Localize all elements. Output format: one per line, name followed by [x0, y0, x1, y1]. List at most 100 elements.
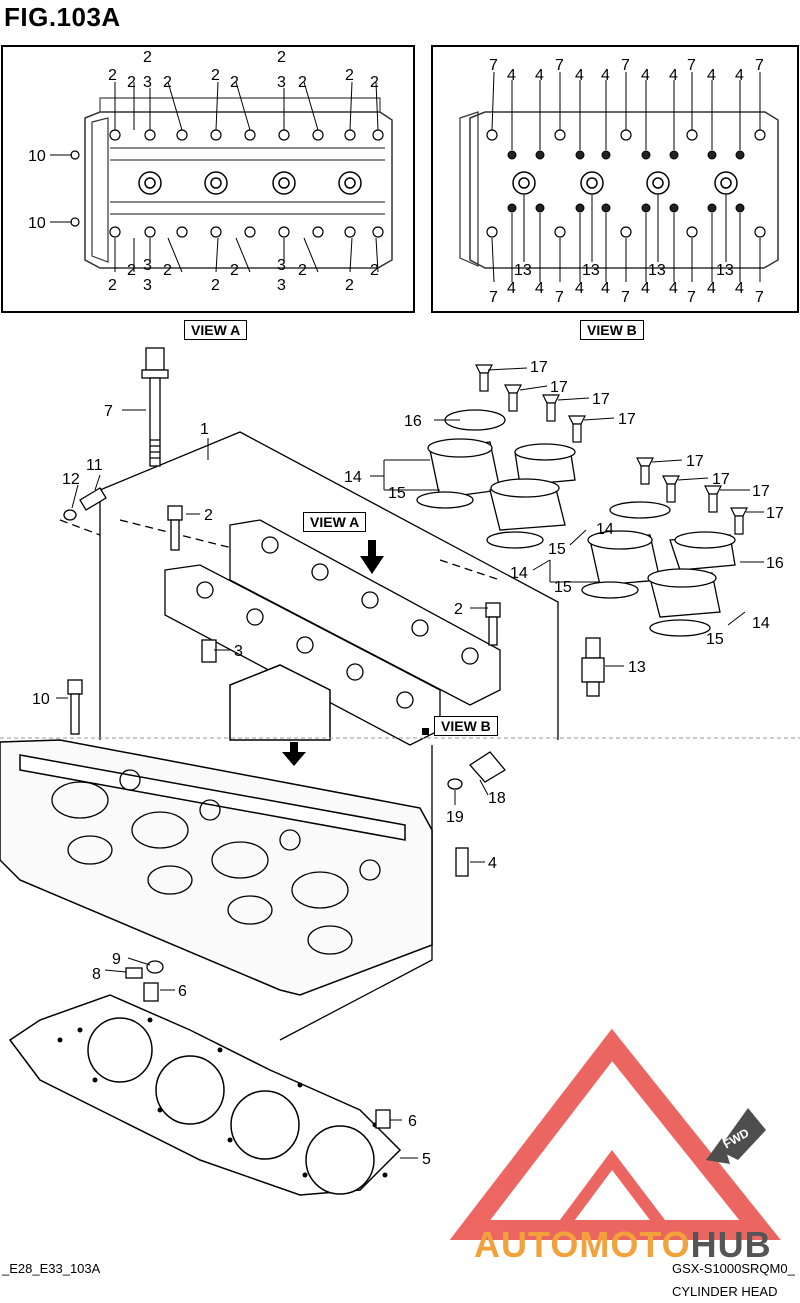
view-b-caption: VIEW B: [580, 320, 644, 340]
view-a-pointer-label: VIEW A: [303, 512, 367, 532]
screws-17: [475, 364, 748, 535]
svg-text:9: 9: [112, 951, 121, 968]
view-b-label: 4: [735, 67, 744, 84]
watermark-brand-b: HUB: [690, 1224, 772, 1265]
bolt-2-right: [485, 602, 501, 646]
head-bolt-7: [141, 347, 169, 467]
svg-text:17: 17: [766, 505, 784, 522]
view-a-label: 2: [230, 74, 239, 91]
view-b-label: 7: [555, 57, 564, 74]
svg-text:15: 15: [554, 579, 572, 596]
bolt-8-washer-9: [125, 960, 164, 979]
view-a-label: 2: [345, 277, 354, 294]
dowel-pin-3: [201, 639, 217, 663]
view-a-label: 3: [277, 74, 286, 91]
view-b-label: 7: [755, 57, 764, 74]
view-b-label: 4: [707, 67, 716, 84]
svg-text:8: 8: [92, 966, 101, 983]
view-a-label: 2: [370, 74, 379, 91]
view-a-label: 2: [211, 277, 220, 294]
view-a-label: 10: [28, 148, 46, 165]
view-b-label: 4: [707, 280, 716, 297]
view-a-label: 2: [108, 277, 117, 294]
svg-text:16: 16: [766, 555, 784, 572]
figure-title: FIG.103A: [4, 2, 121, 32]
svg-text:14: 14: [510, 565, 528, 582]
view-a-label: 3: [143, 257, 152, 274]
svg-text:15: 15: [706, 631, 724, 648]
view-b-label: 7: [687, 57, 696, 74]
intake-pipes: [416, 409, 736, 637]
svg-text:16: 16: [404, 413, 422, 430]
view-b-label: 7: [489, 289, 498, 306]
view-a-label: 2: [370, 262, 379, 279]
svg-text:5: 5: [422, 1151, 431, 1168]
view-b-label: 4: [507, 67, 516, 84]
view-b-label: 4: [535, 280, 544, 297]
svg-text:4: 4: [488, 855, 497, 872]
view-b-label: 4: [669, 280, 678, 297]
view-b-label: 7: [687, 289, 696, 306]
svg-text:11: 11: [86, 457, 103, 474]
svg-text:3: 3: [234, 643, 243, 660]
footer-model: GSX-S1000SRQM0_: [672, 1261, 795, 1276]
view-b-label: 4: [641, 67, 650, 84]
watermark-brand: AUTOMOTOHUB: [474, 1224, 772, 1266]
view-b-label: 13: [514, 262, 532, 279]
view-a-label: 2: [163, 74, 172, 91]
view-a-label: 2: [345, 67, 354, 84]
svg-text:15: 15: [388, 485, 406, 502]
svg-text:2: 2: [204, 507, 213, 524]
main-callouts: 7 1 11 12 2 3 2 10 13 17 17 17 17 17 17 …: [32, 359, 784, 1168]
view-a-label: 3: [143, 74, 152, 91]
view-b-label: 4: [575, 280, 584, 297]
svg-text:14: 14: [344, 469, 362, 486]
svg-text:17: 17: [550, 379, 568, 396]
svg-text:14: 14: [752, 615, 770, 632]
svg-text:3: 3: [277, 277, 286, 294]
svg-text:17: 17: [592, 391, 610, 408]
view-b-label: 13: [648, 262, 666, 279]
svg-text:15: 15: [548, 541, 566, 558]
svg-text:19: 19: [446, 809, 464, 826]
view-b-label: 13: [716, 262, 734, 279]
sensor-18-19: [447, 751, 506, 790]
svg-text:6: 6: [178, 983, 187, 1000]
view-a-label: 2: [127, 262, 136, 279]
watermark-brand-a: AUTOMOTO: [474, 1224, 691, 1265]
view-a-label: 2: [127, 74, 136, 91]
view-arrows: [282, 540, 429, 766]
view-a-label: 2: [277, 49, 286, 66]
view-a-label: 2: [230, 262, 239, 279]
dowel-pin-4: [455, 847, 469, 877]
view-b-pointer-label: VIEW B: [434, 716, 498, 736]
svg-text:10: 10: [32, 691, 50, 708]
svg-text:2: 2: [454, 601, 463, 618]
svg-text:12: 12: [62, 471, 80, 488]
view-a-label: 2: [163, 262, 172, 279]
bolt-10: [67, 679, 83, 735]
svg-text:7: 7: [104, 403, 113, 420]
svg-text:1: 1: [200, 421, 209, 438]
view-a-label: 2: [108, 67, 117, 84]
svg-text:6: 6: [408, 1113, 417, 1130]
view-b-label: 4: [575, 67, 584, 84]
svg-text:17: 17: [618, 411, 636, 428]
view-b-label: 4: [535, 67, 544, 84]
svg-text:17: 17: [686, 453, 704, 470]
view-a-label: 2: [211, 67, 220, 84]
view-b-label: 7: [621, 289, 630, 306]
camshaft-housing: [164, 519, 501, 746]
cylinder-head-body: [0, 664, 433, 996]
view-b-label: 4: [669, 67, 678, 84]
view-b-label: 4: [735, 280, 744, 297]
view-a-label: 2: [143, 49, 152, 66]
footer-left-code: _E28_E33_103A: [2, 1261, 101, 1276]
view-b-label: 7: [489, 57, 498, 74]
view-b-label: 7: [755, 289, 764, 306]
view-b-label: 13: [582, 262, 600, 279]
cylinder-head-frame: [59, 431, 559, 1041]
view-a-label: 3: [277, 257, 286, 274]
